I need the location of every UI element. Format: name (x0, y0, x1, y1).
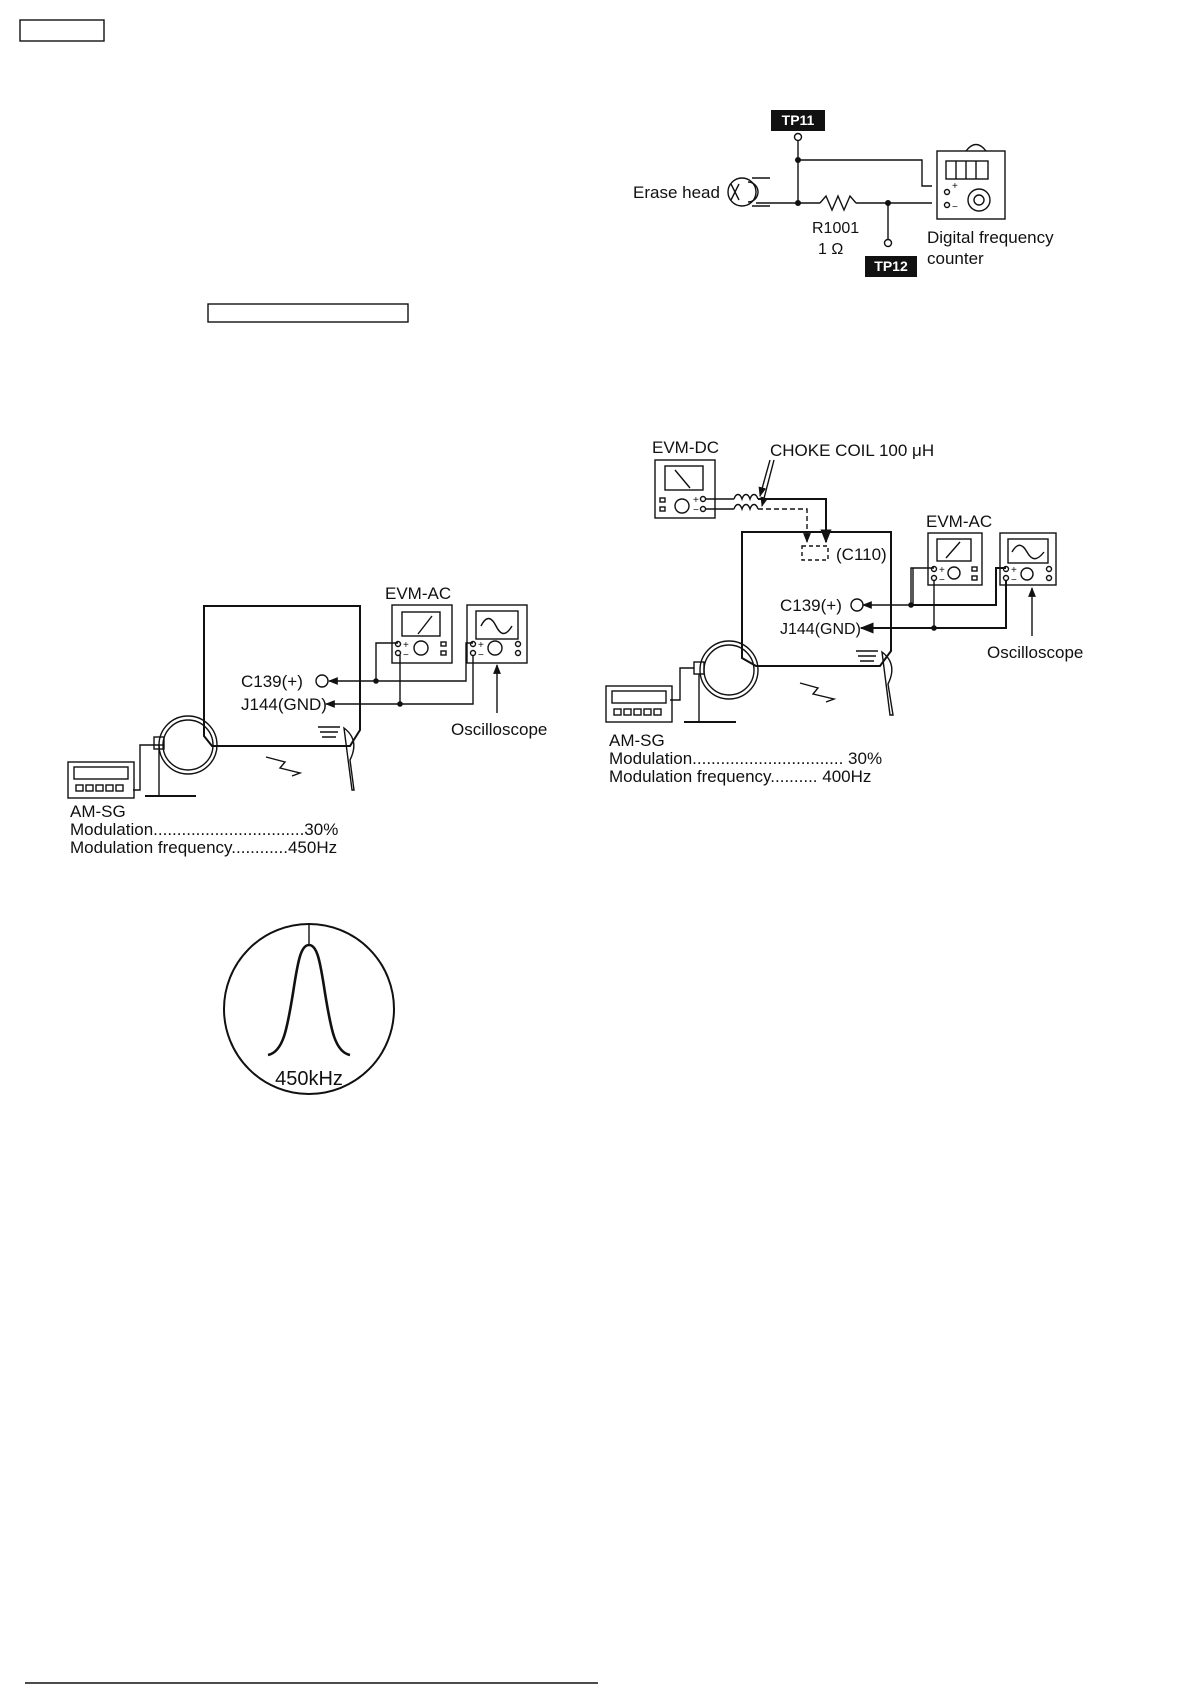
am-setup-right: EVM-DC + − CHOKE COIL 100 μH (C110) (605, 438, 1083, 786)
waveform-display: 450kHz (223, 923, 395, 1095)
am-signal-generator-icon-right (605, 685, 673, 723)
svg-text:+: + (952, 181, 958, 192)
j144-label: J144(GND) (241, 695, 327, 714)
svg-text:−: − (952, 202, 958, 213)
oscilloscope-icon-right: + − (999, 532, 1057, 586)
choke-coil-label: CHOKE COIL 100 μH (770, 441, 934, 460)
choke-coil-icon (706, 493, 759, 512)
resistor-r1001 (819, 194, 857, 212)
tp11-tag (771, 110, 825, 131)
am-setup-left: EVM-AC + − + − (67, 584, 547, 857)
counter-label-line2: counter (927, 249, 984, 268)
counter-label-line1: Digital frequency (927, 228, 1054, 247)
tp12-tag (865, 256, 917, 277)
erase-head-label: Erase head (633, 183, 720, 202)
svg-text:−: − (478, 650, 484, 661)
svg-text:+: + (693, 495, 699, 506)
header-box (19, 19, 105, 42)
waveform-curve (267, 943, 351, 1057)
tp12-label: TP12 (874, 258, 908, 274)
svg-text:−: − (403, 650, 409, 661)
erase-head-circuit: TP11 Erase head R1001 1 Ω TP12 (633, 110, 1054, 277)
waveform-screen (223, 923, 395, 1095)
modulation-frequency-label: Modulation frequency............450Hz (70, 838, 337, 857)
unit-body (203, 605, 361, 747)
svg-text:+: + (1011, 565, 1017, 576)
waveform-frequency-label: 450kHz (275, 1068, 343, 1090)
unit-body (741, 531, 892, 667)
erase-head-symbol (727, 177, 770, 207)
tp12-terminal (883, 238, 893, 248)
am-signal-generator-icon (67, 761, 135, 799)
oscilloscope-icon: + − (466, 604, 528, 664)
evm-ac-meter-icon: + − (391, 604, 453, 664)
oscilloscope-label-right: Oscilloscope (987, 643, 1083, 662)
section-box (207, 303, 409, 323)
r1001-label: R1001 (812, 220, 859, 237)
evm-dc-meter-icon: + − (654, 459, 716, 519)
c139-label-right: C139(+) (780, 596, 842, 615)
evm-ac-label-right: EVM-AC (926, 512, 992, 531)
loop-antenna-icon-right (670, 640, 759, 723)
c139-label: C139(+) (241, 672, 303, 691)
svg-text:+: + (939, 565, 945, 576)
j144-label-right: J144(GND) (780, 621, 861, 638)
svg-text:−: − (939, 575, 945, 586)
am-sg-label: AM-SG (70, 802, 126, 821)
frequency-counter-icon: + − (936, 143, 1006, 220)
oscilloscope-label: Oscilloscope (451, 720, 547, 739)
am-sg-label-right: AM-SG (609, 731, 665, 750)
tp11-label: TP11 (782, 112, 815, 128)
modulation-label-right: Modulation..............................… (609, 749, 882, 768)
c110-label: (C110) (836, 545, 887, 564)
svg-text:−: − (693, 505, 699, 516)
tp11-terminal (793, 132, 803, 142)
modulation-frequency-label-right: Modulation frequency.......... 400Hz (609, 767, 871, 786)
evm-ac-label: EVM-AC (385, 584, 451, 603)
svg-text:+: + (403, 640, 409, 651)
evm-ac-meter-icon-right: + − (927, 532, 983, 586)
loop-antenna-icon (133, 715, 218, 797)
evm-dc-label: EVM-DC (652, 438, 719, 457)
r1001-value: 1 Ω (818, 241, 843, 258)
svg-text:−: − (1011, 575, 1017, 586)
modulation-label: Modulation..............................… (70, 820, 338, 839)
svg-text:+: + (478, 640, 484, 651)
